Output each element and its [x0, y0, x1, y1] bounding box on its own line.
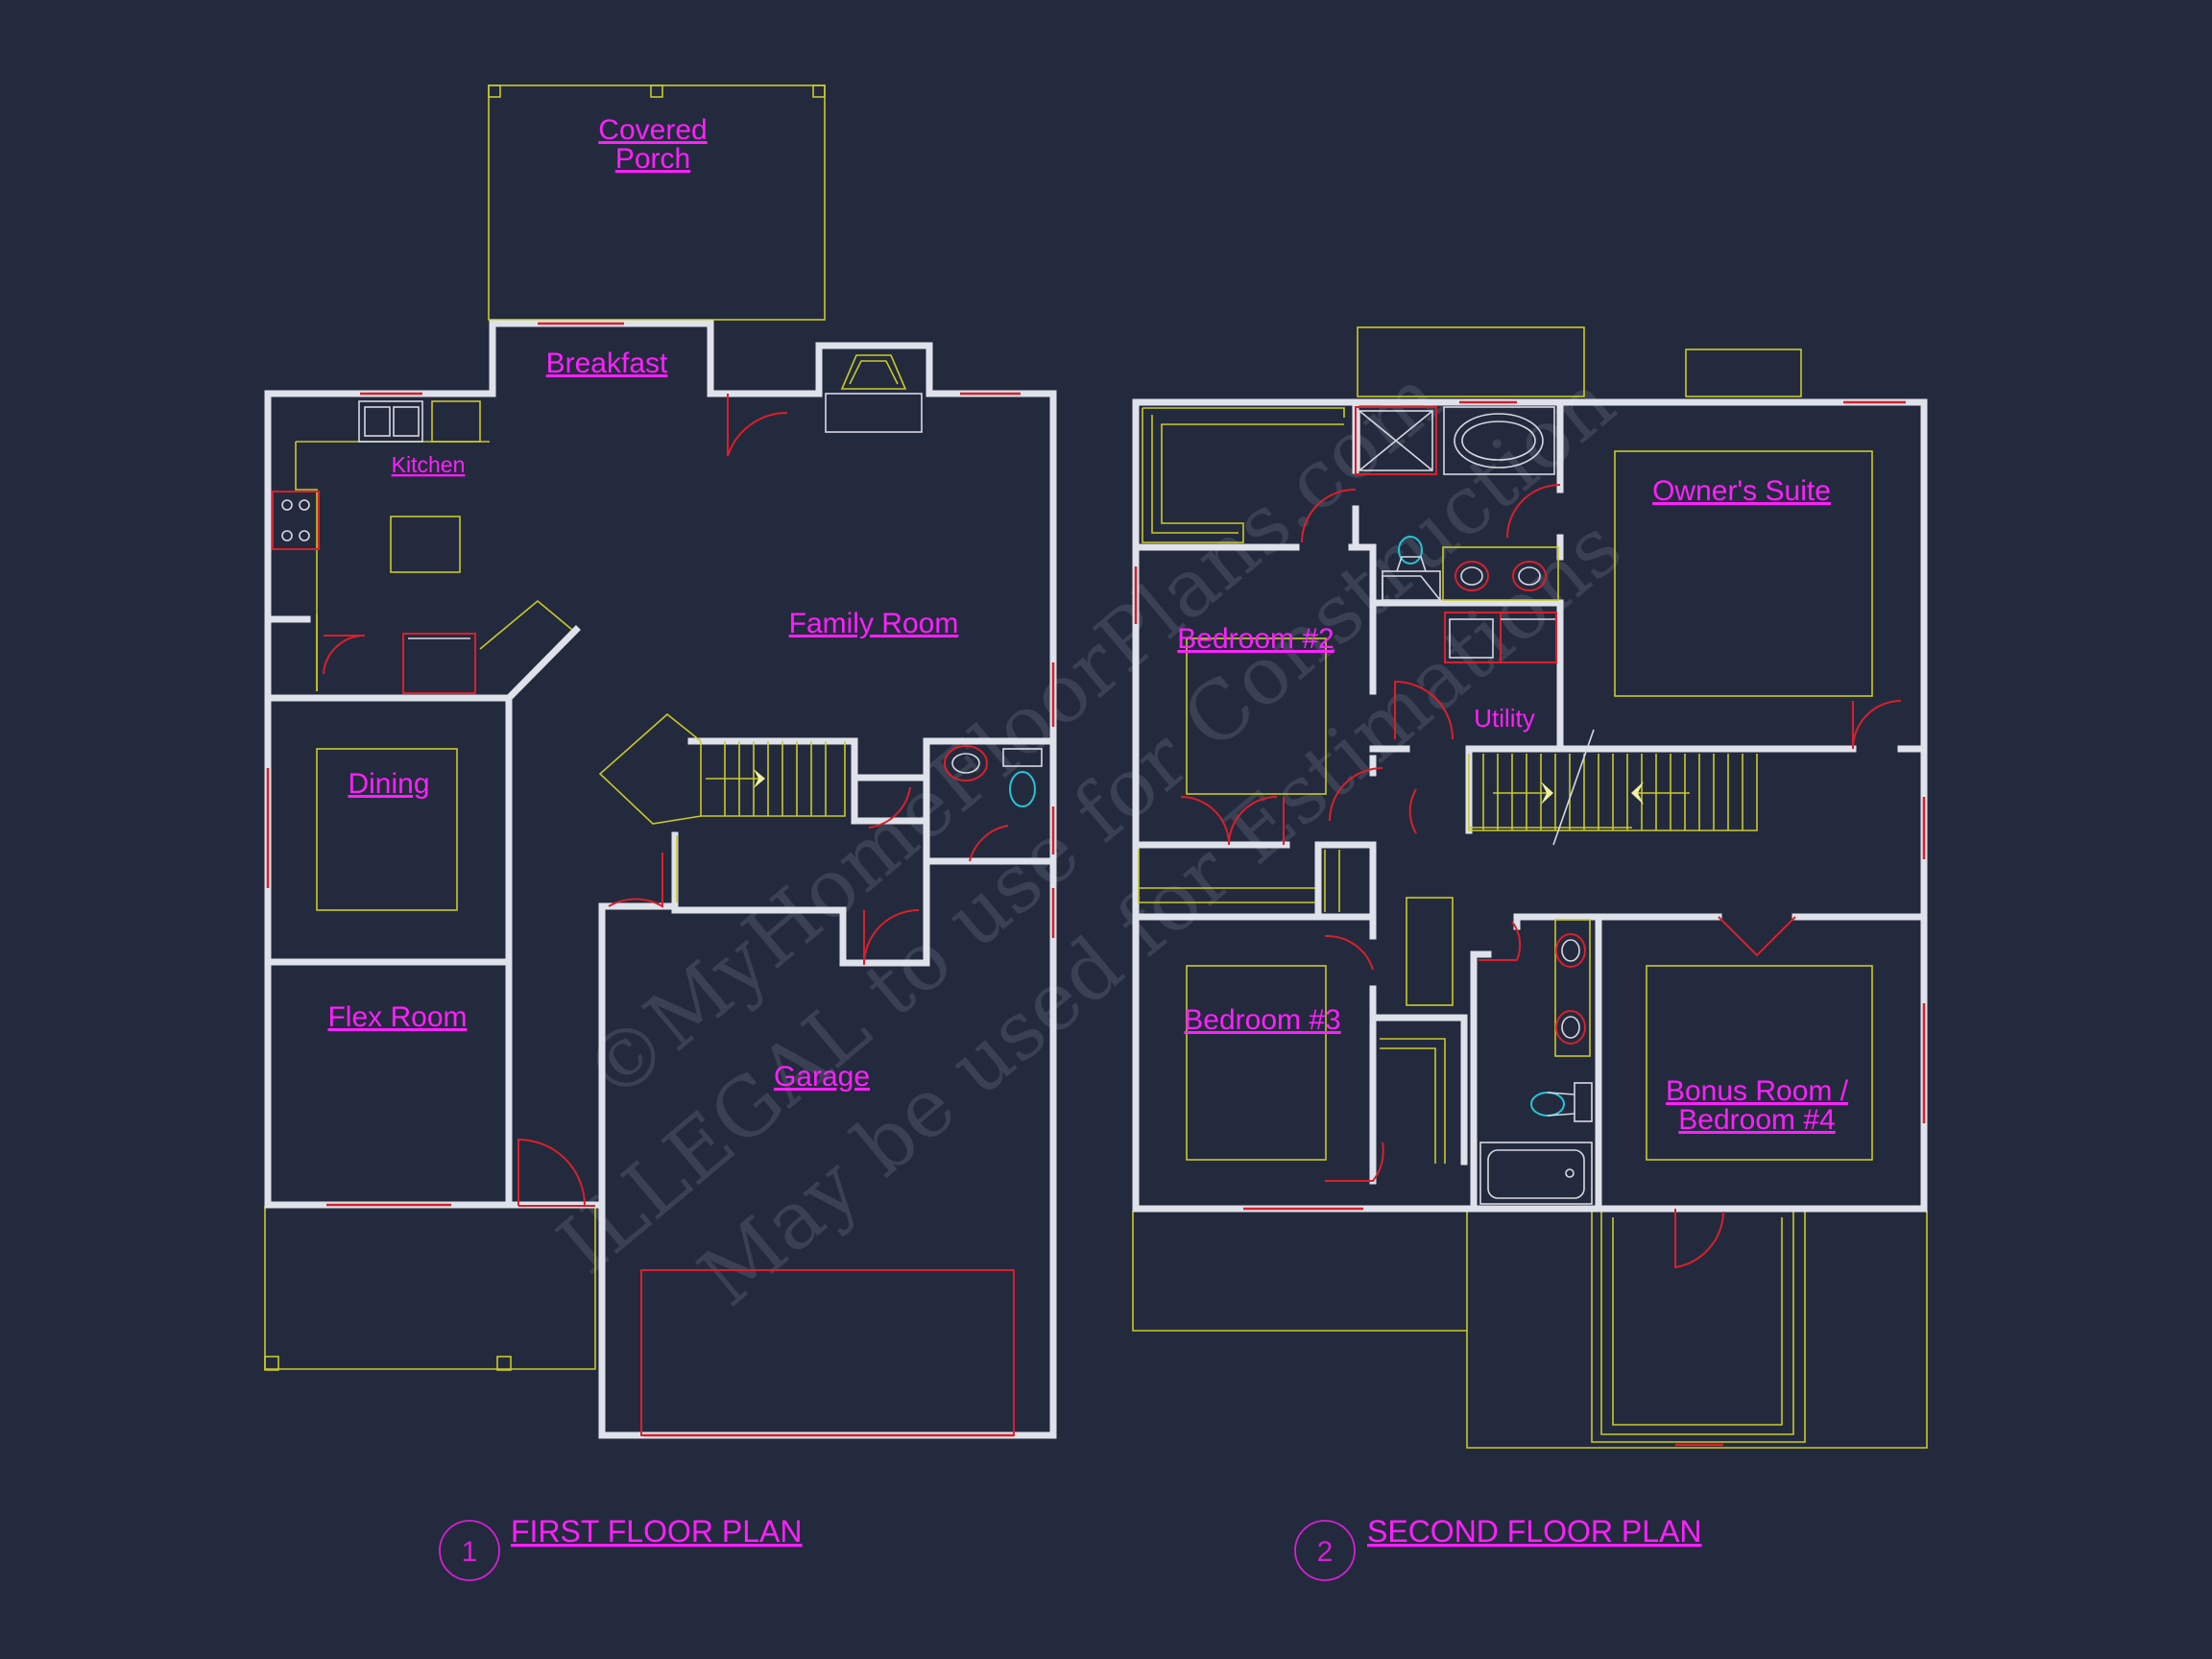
fireplace — [825, 354, 923, 433]
first-floor-title-block: 1 FIRST FLOOR PLAN — [439, 1514, 802, 1581]
label-garage: Garage — [774, 1061, 870, 1093]
second-floor-stairs — [1468, 729, 1758, 846]
second-floor-exterior-wall — [1132, 398, 1928, 1213]
hall-bath-fixtures — [1479, 919, 1593, 1205]
label-utility: Utility — [1474, 704, 1535, 733]
label-family-room: Family Room — [789, 608, 959, 639]
second-floor-plan: Owner's Suite Bedroom #2 Utility Bedroom… — [1132, 326, 1928, 1581]
second-floor-roof-outlines — [1132, 326, 1928, 1449]
first-floor-windows — [266, 322, 1055, 1437]
first-floor-labels: Covered Porch Breakfast Kitchen Family R… — [327, 114, 958, 1093]
label-owners-suite: Owner's Suite — [1652, 475, 1831, 507]
first-floor-stairs — [598, 712, 846, 902]
label-breakfast: Breakfast — [546, 348, 668, 379]
second-floor-interior-walls — [1132, 398, 1928, 1213]
label-bonus-room-1: Bonus Room / — [1666, 1075, 1849, 1107]
bedroom-3-furniture — [1186, 897, 1454, 1164]
bonus-room-bed — [1646, 965, 1873, 1161]
owners-closet-shelves — [1142, 407, 1345, 543]
laundry-appliances — [1444, 612, 1557, 663]
label-bedroom-2: Bedroom #2 — [1177, 623, 1334, 655]
garage-door — [640, 1269, 1015, 1436]
kitchen-counters — [272, 400, 573, 694]
covered-porch-outline — [488, 84, 826, 321]
second-floor-number: 2 — [1317, 1536, 1334, 1568]
second-floor-doors — [1180, 484, 1902, 1269]
owners-bed — [1614, 450, 1873, 697]
label-bedroom-3: Bedroom #3 — [1184, 1004, 1340, 1036]
label-dining: Dining — [348, 768, 429, 800]
second-floor-labels: Owner's Suite Bedroom #2 Utility Bedroom… — [1177, 475, 1848, 1136]
label-covered-porch-2: Porch — [615, 143, 690, 175]
first-floor-doors — [323, 394, 1009, 1207]
label-covered-porch-1: Covered — [598, 114, 707, 146]
label-flex-room: Flex Room — [327, 1001, 467, 1033]
second-floor-title: SECOND FLOOR PLAN — [1367, 1514, 1702, 1549]
powder-room-fixtures — [944, 745, 1043, 807]
owners-bath-fixtures — [1355, 406, 1559, 601]
first-floor-title: FIRST FLOOR PLAN — [511, 1514, 802, 1549]
label-kitchen: Kitchen — [392, 452, 466, 477]
first-floor-plan: Covered Porch Breakfast Kitchen Family R… — [264, 84, 1057, 1581]
dining-table — [316, 748, 458, 911]
first-floor-number-circle — [439, 1520, 500, 1581]
front-porch-outline — [264, 1206, 596, 1371]
first-floor-exterior-wall — [264, 320, 1057, 1439]
bedroom-2-furniture — [1138, 637, 1340, 912]
second-floor-title-block: 2 SECOND FLOOR PLAN — [1294, 1514, 1702, 1581]
first-floor-interior-walls — [264, 615, 1057, 1209]
second-floor-windows — [1134, 400, 1926, 1447]
first-floor-number: 1 — [462, 1536, 478, 1568]
second-floor-number-circle — [1294, 1520, 1356, 1581]
label-bonus-room-2: Bedroom #4 — [1678, 1104, 1835, 1136]
